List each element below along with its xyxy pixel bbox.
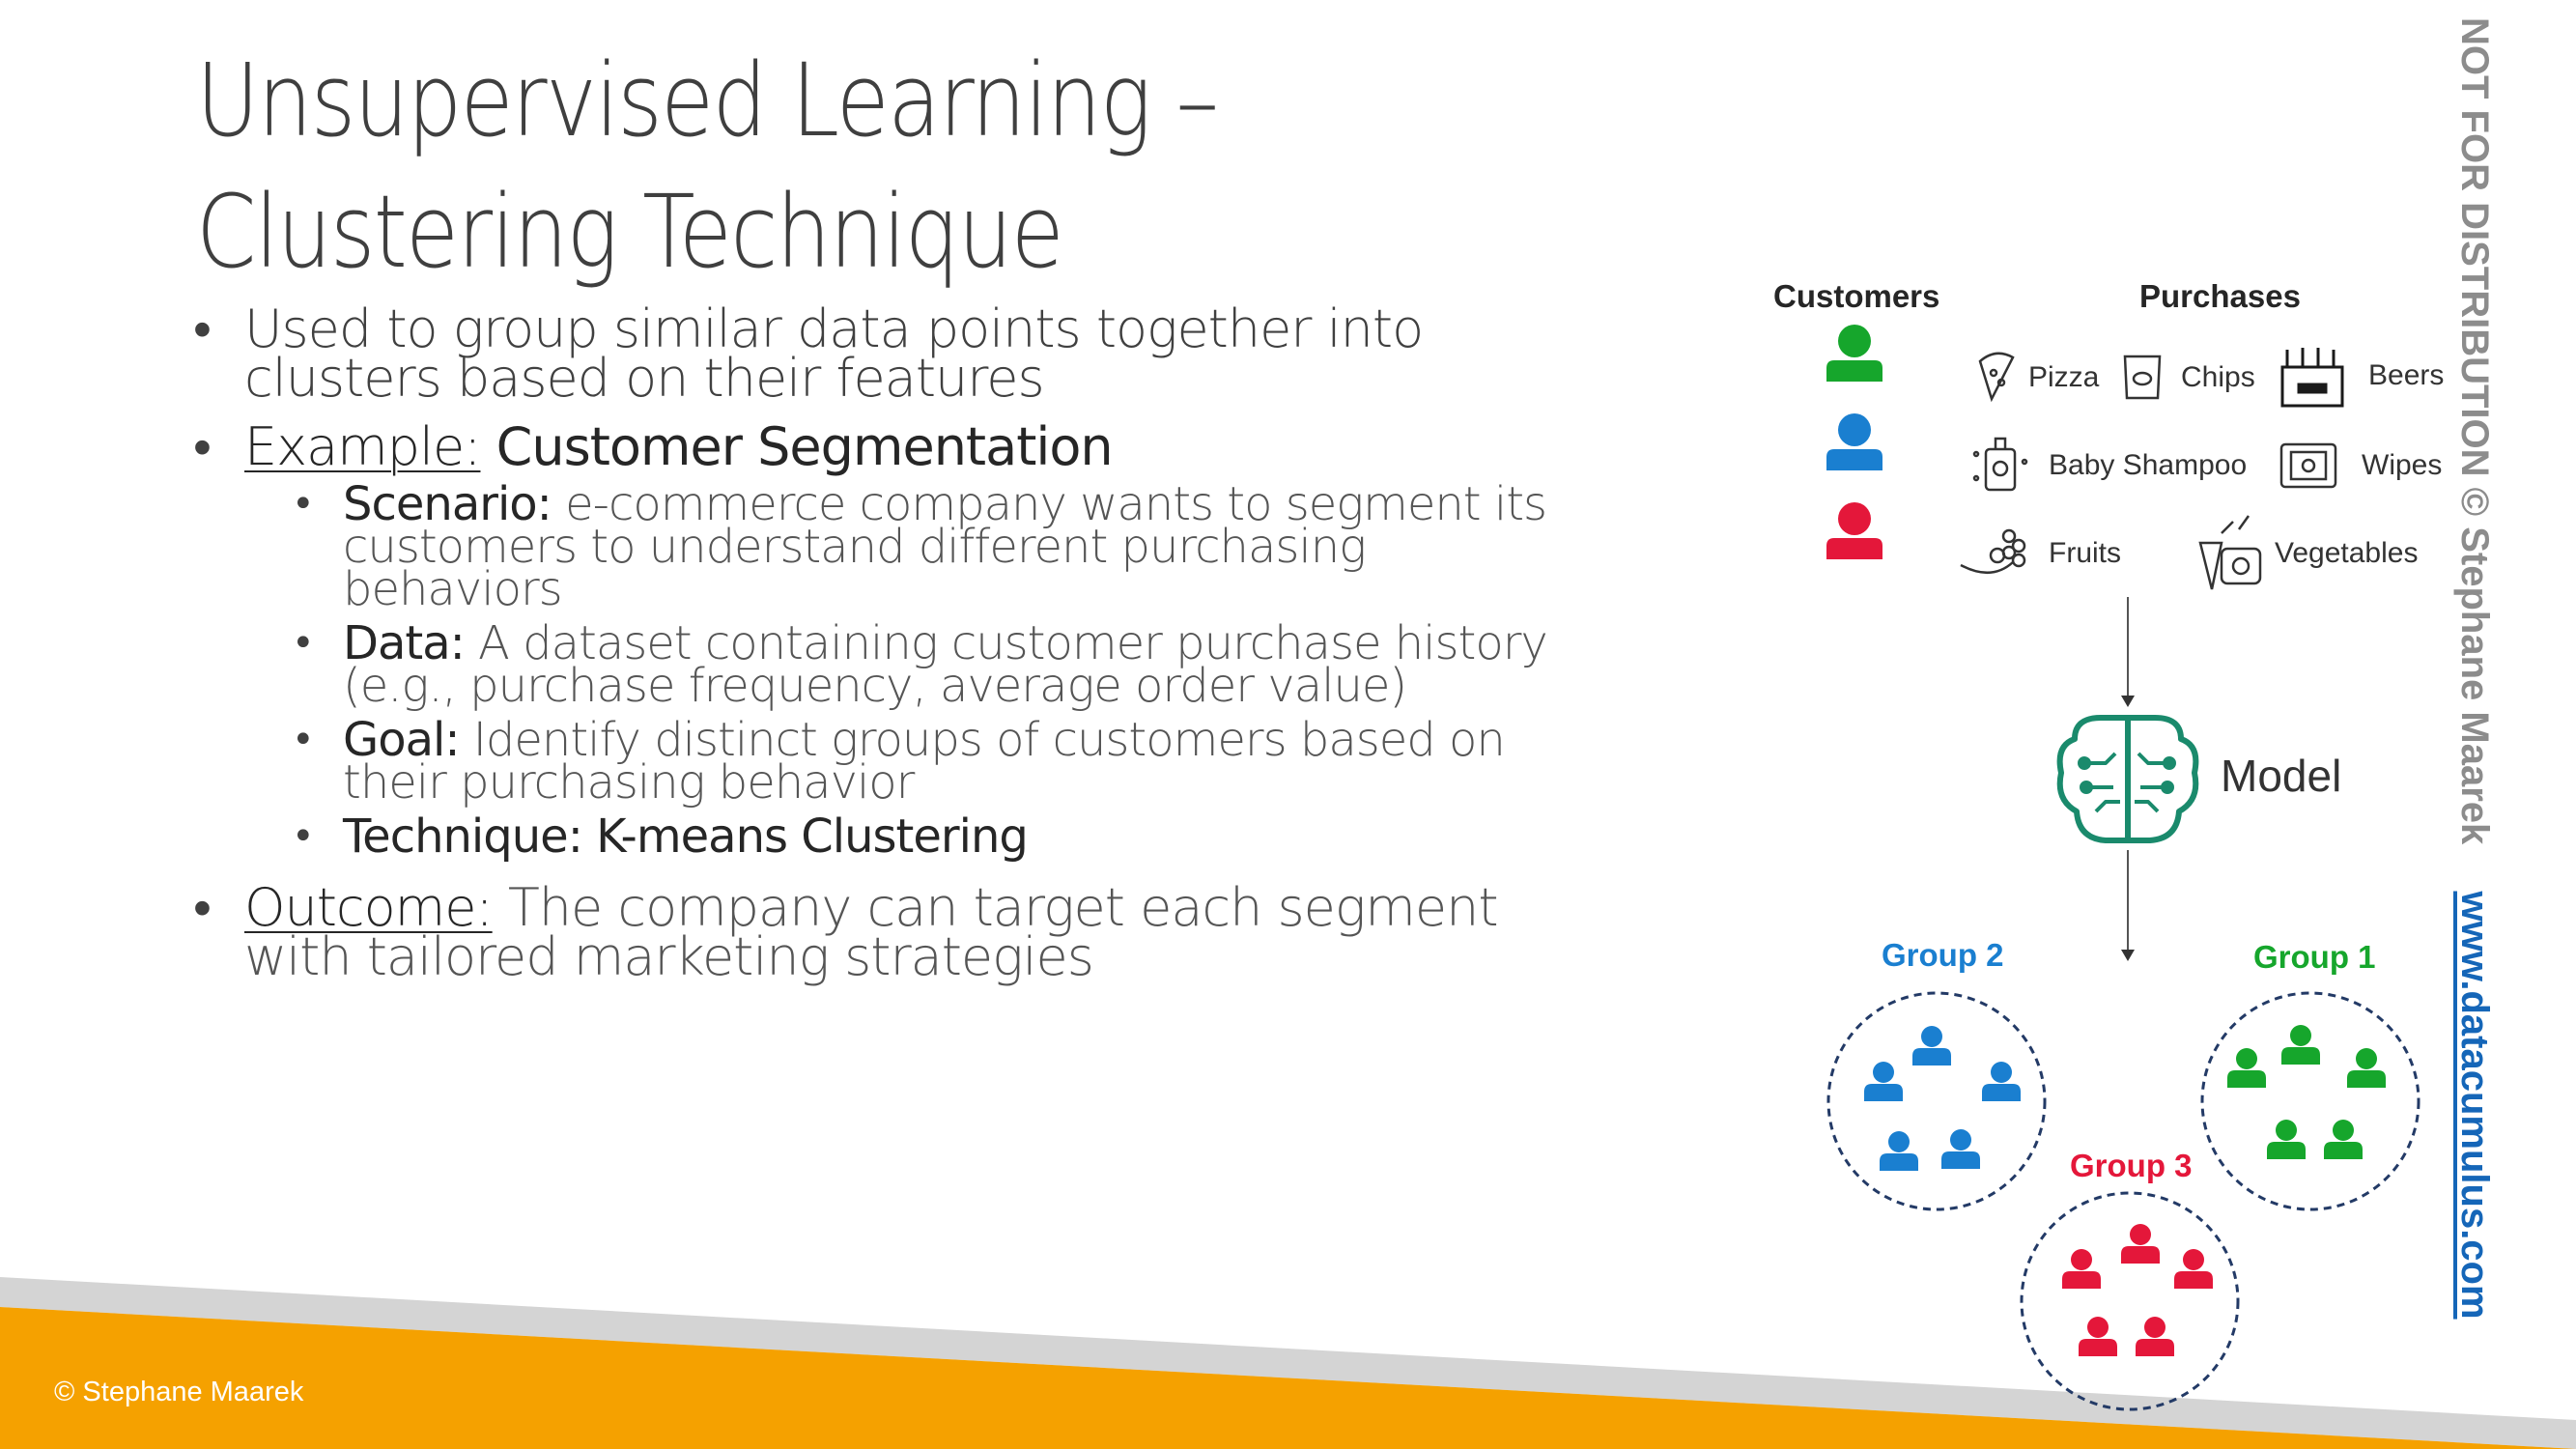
item-pizza: Pizza: [2028, 361, 2100, 393]
item-baby-shampoo: Baby Shampoo: [2049, 449, 2248, 481]
bullet-example: •Example: Customer Segmentation: [193, 416, 1114, 477]
sub-bullet-data: •Data: A dataset containing customer pur…: [292, 616, 1548, 713]
customers-header: Customers: [1773, 278, 1940, 314]
group-3-people: [2062, 1224, 2213, 1356]
sub-bullet-scenario: •Scenario: e-commerce company wants to s…: [292, 477, 1547, 616]
item-chips: Chips: [2181, 361, 2255, 393]
side-notice: NOT FOR DISTRIBUTION © Stephane Maarek w…: [2441, 17, 2508, 1447]
vegetables-icon: [2198, 515, 2262, 590]
chips-icon: [2123, 355, 2162, 400]
item-beers: Beers: [2368, 359, 2445, 391]
group-3-label: Group 3: [2070, 1148, 2193, 1183]
bullet-list: •Used to group similar data points toget…: [193, 298, 1565, 987]
group-3-cluster: [2020, 1191, 2240, 1411]
purchases-header: Purchases: [2139, 278, 2301, 314]
group-1-people: [2227, 1025, 2386, 1159]
item-vegetables: Vegetables: [2275, 537, 2419, 569]
wipes-icon: [2279, 442, 2337, 489]
baby-shampoo-icon: [1972, 437, 2028, 492]
example-label: Example:: [244, 416, 481, 477]
title-line-1: Unsupervised Learning –: [196, 42, 1219, 159]
slide-title: Unsupervised Learning – Clustering Techn…: [196, 35, 1442, 298]
footer-copyright: © Stephane Maarek: [54, 1377, 304, 1407]
bullet-outcome: •Outcome: The company can target each se…: [193, 877, 1498, 987]
item-wipes: Wipes: [2362, 449, 2443, 481]
beers-icon: [2280, 348, 2344, 408]
customer-green-icon: [1826, 325, 1882, 382]
group-1-cluster: [2200, 991, 2420, 1211]
distribution-notice: NOT FOR DISTRIBUTION © Stephane Maarek: [2453, 17, 2496, 845]
customer-red-icon: [1826, 502, 1882, 559]
brain-chip-icon: [2056, 715, 2199, 843]
group-2-cluster: [1826, 991, 2047, 1211]
orange-band: [0, 1307, 2576, 1449]
item-fruits: Fruits: [2049, 537, 2121, 569]
group-2-label: Group 2: [1882, 937, 2004, 973]
group-2-people: [1864, 1026, 2021, 1171]
pizza-icon: [1978, 352, 2015, 403]
sub-bullet-goal: •Goal: Identify distinct groups of custo…: [292, 713, 1506, 810]
customer-blue-icon: [1826, 413, 1882, 470]
outcome-label: Outcome:: [244, 877, 494, 938]
model-label: Model: [2221, 751, 2342, 801]
sub-bullet-technique: •Technique: K-means Clustering: [292, 810, 1029, 864]
bullet-definition: •Used to group similar data points toget…: [193, 298, 1424, 409]
website-link[interactable]: www.datacumulus.com: [2453, 891, 2496, 1320]
title-line-2: Clustering Technique: [196, 173, 1064, 291]
fruits-icon: [1960, 528, 2026, 574]
gray-band: [0, 1277, 2576, 1449]
group-1-label: Group 1: [2253, 939, 2376, 975]
